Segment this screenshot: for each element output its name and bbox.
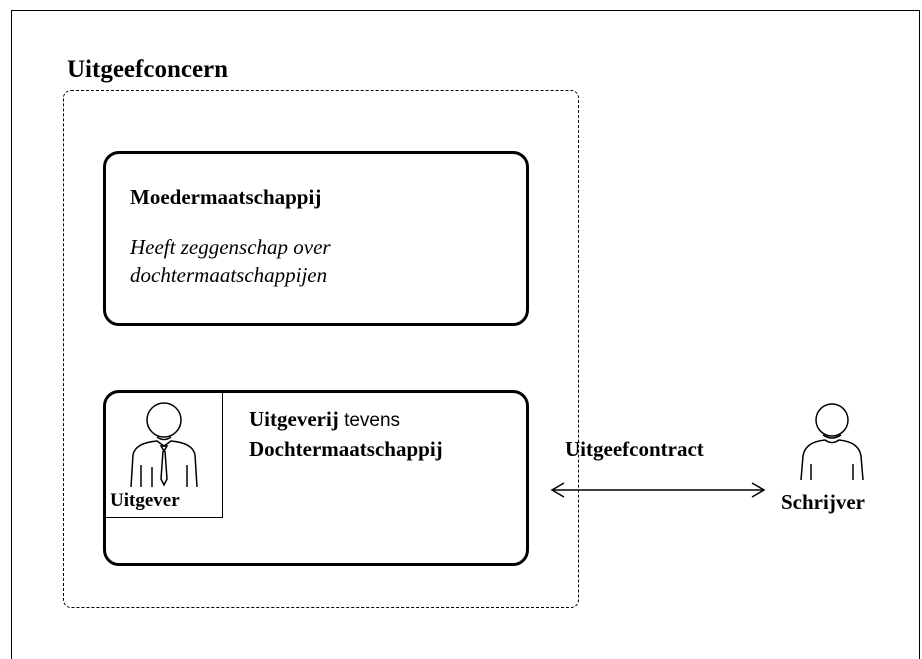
publishing-house-label: Uitgeverij [249, 407, 339, 431]
parent-company-description-line1: Heeft zeggenschap over [130, 235, 331, 259]
diagram-frame [11, 10, 920, 659]
also-label: tevens [338, 410, 401, 431]
person-with-tie-icon [130, 402, 198, 488]
subsidiary-box [103, 390, 529, 566]
publisher-label: Uitgever [110, 490, 180, 511]
double-arrow-icon [550, 482, 766, 498]
parent-company-title: Moedermaatschappij [130, 185, 322, 209]
parent-company-description-line2: dochtermaatschappijen [130, 263, 328, 287]
writer-label: Schrijver [781, 490, 865, 514]
publisher-cell [103, 390, 223, 518]
subsidiary-title: Dochtermaatschappij [249, 437, 443, 461]
contract-label: Uitgeefcontract [565, 437, 704, 461]
subsidiary-line1: Uitgeverij tevens [249, 407, 400, 432]
concern-title: Uitgeefconcern [67, 56, 229, 83]
person-icon [800, 403, 864, 481]
concern-boundary [63, 90, 579, 608]
parent-company-box [103, 151, 529, 326]
